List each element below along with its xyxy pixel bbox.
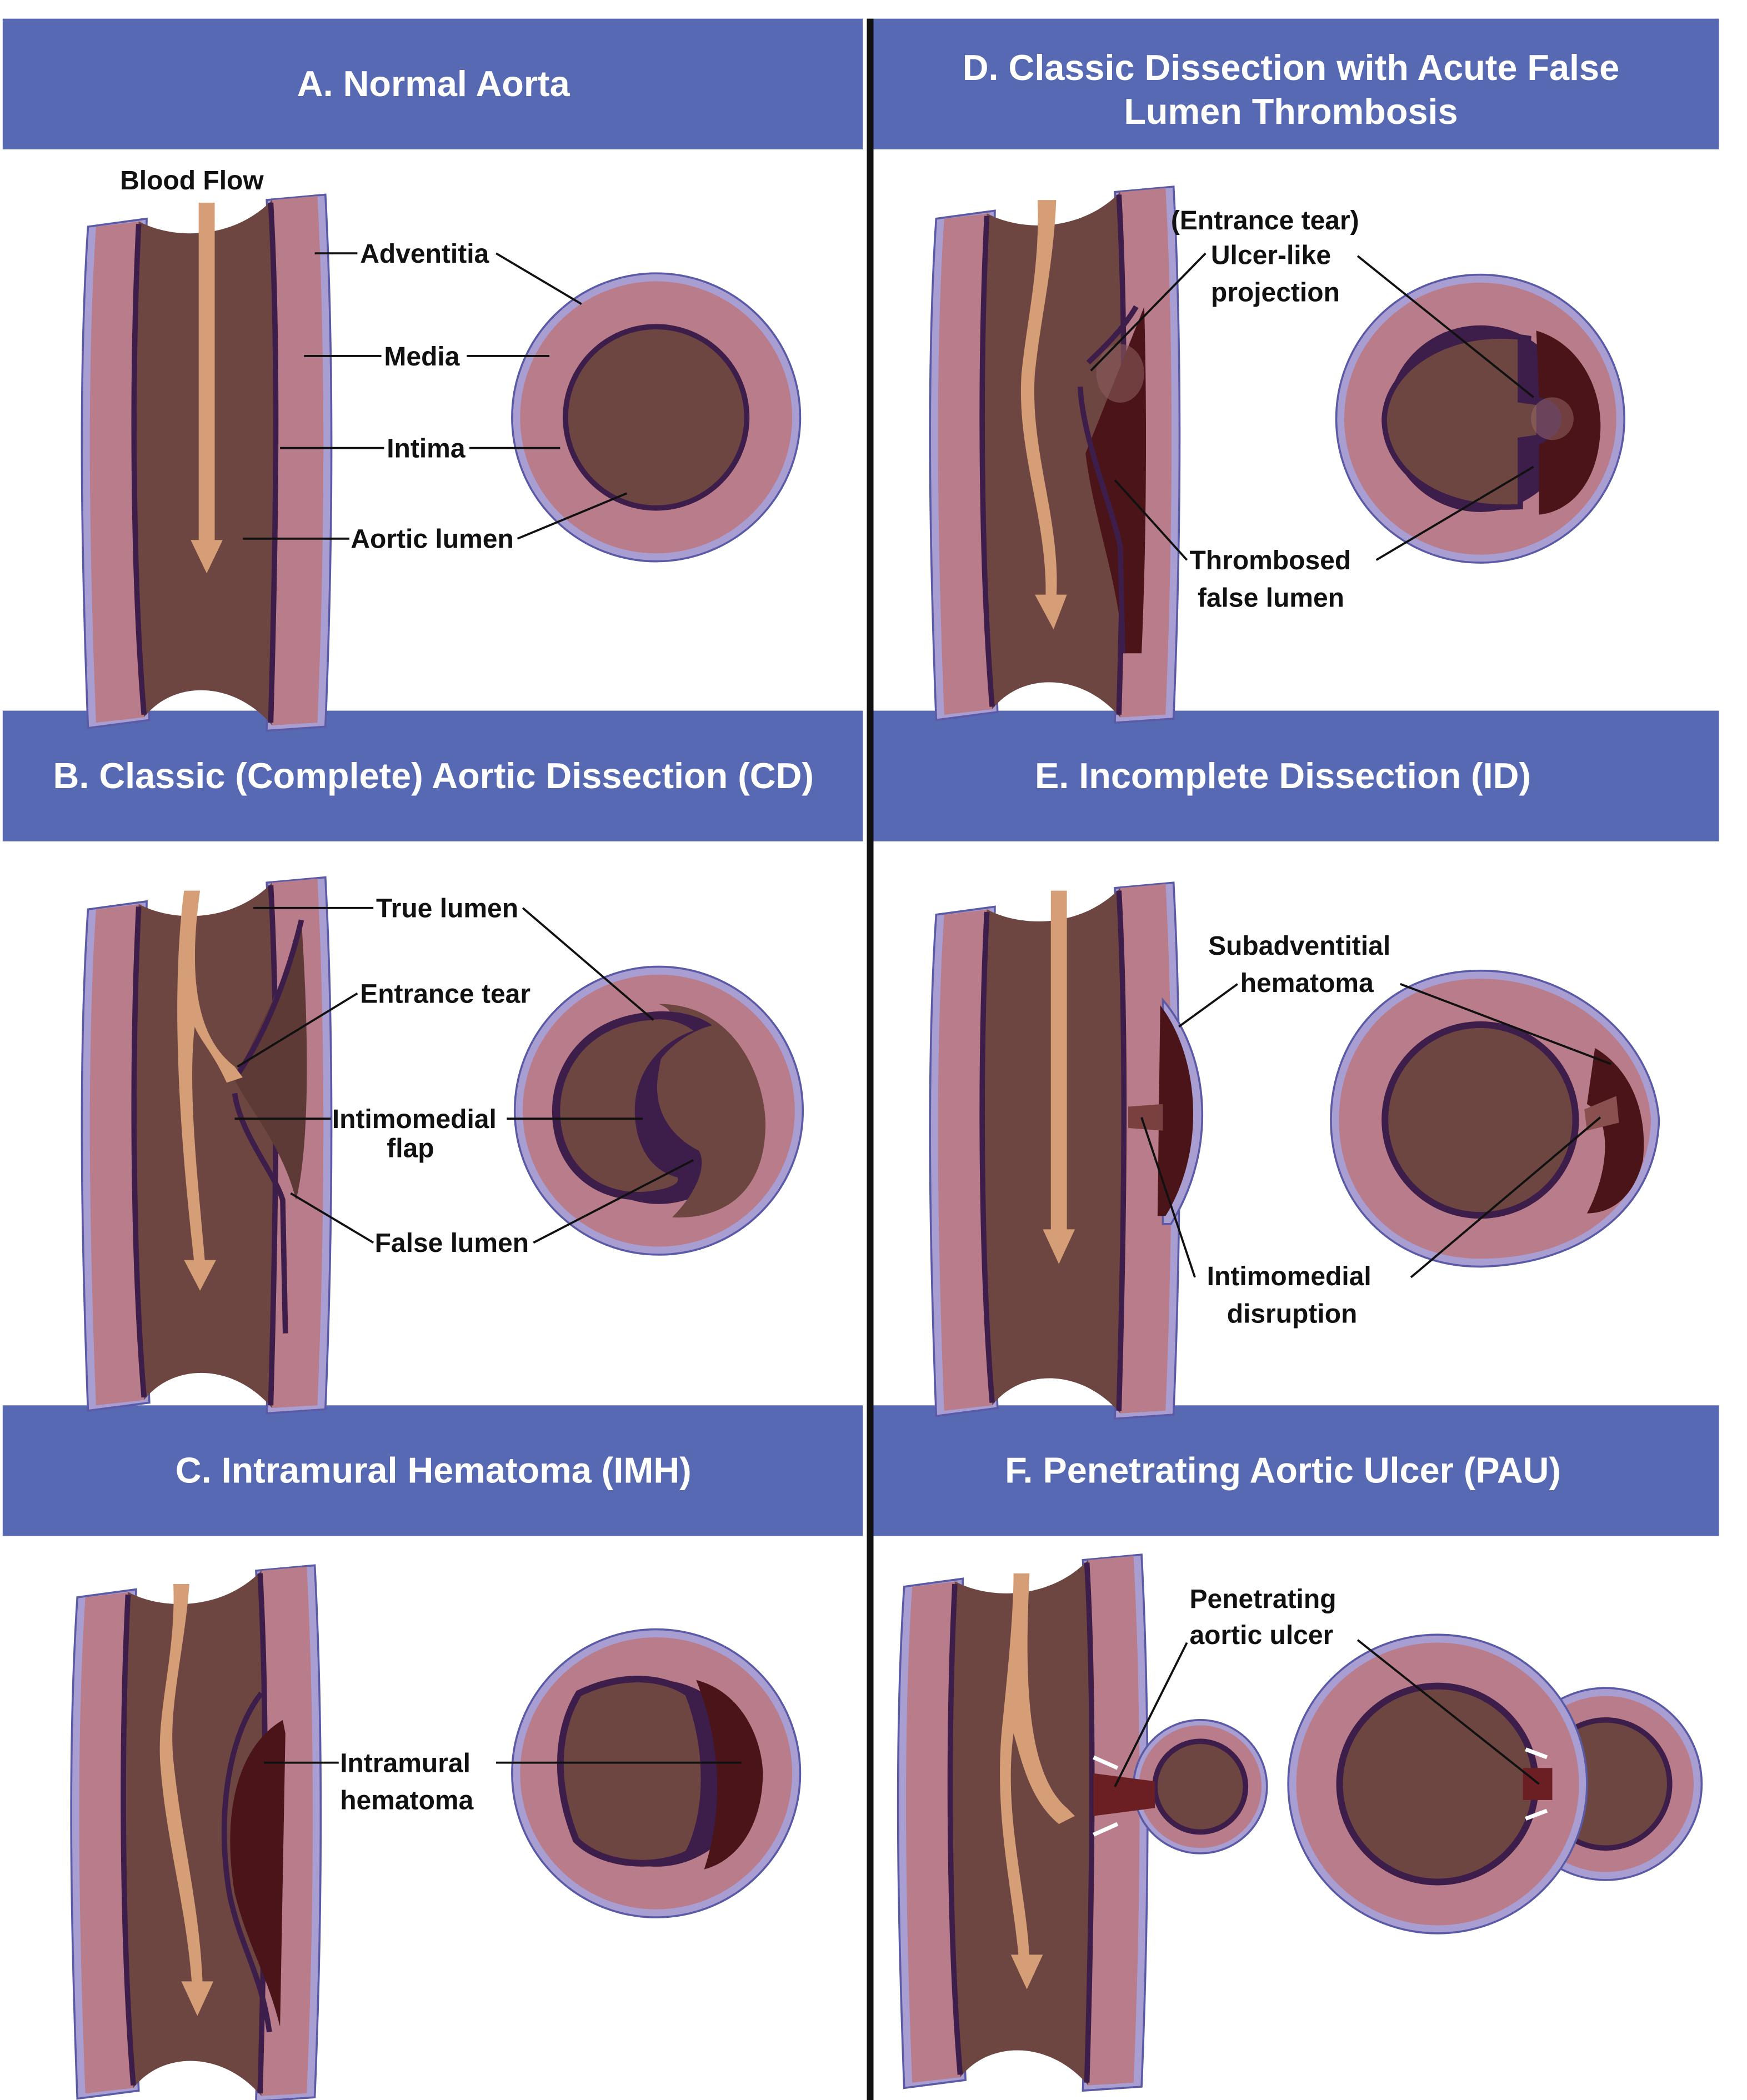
panel-e-title: E. Incomplete Dissection (ID) [1035,755,1531,796]
cross-section-b [513,965,804,1256]
panel-c: Intramural hematoma [71,1565,802,2100]
panel-e: Subadventitial hematoma Intimomedial dis… [930,883,1660,1419]
panel-a-title: A. Normal Aorta [297,63,570,104]
panel-d: (Entrance tear) Ulcer-like projection Th… [930,187,1625,723]
label-blood-flow: Blood Flow [120,166,264,196]
panel-c-title: C. Intramural Hematoma (IMH) [176,1450,692,1491]
panel-d-header: D. Classic Dissection with Acute False L… [873,18,1719,149]
label-adventitia: Adventitia [360,239,489,269]
panel-b: True lumen Entrance tear Intimomedial fl… [82,878,804,1414]
label-false-lumen: False lumen [375,1229,529,1258]
label-pau-line1: Penetrating [1189,1585,1336,1614]
panel-f: Penetrating aortic ulcer [898,1555,1703,2091]
panel-d-title-line2: Lumen Thrombosis [1124,91,1458,132]
ulcer-outpouching-long [1132,1719,1268,1855]
center-divider [867,18,874,2100]
label-entrance-tear: Entrance tear [360,979,530,1009]
panel-a-header: A. Normal Aorta [2,18,863,149]
label-entrance-tear-d: (Entrance tear) [1171,206,1359,235]
panel-d-title-line1: D. Classic Dissection with Acute False [963,47,1619,88]
label-pau-line2: aortic ulcer [1189,1621,1333,1650]
label-intramural-hematoma-line1: Intramural [340,1748,470,1778]
cross-section-f [1287,1633,1703,1934]
label-ulcer-like-line2: projection [1211,278,1340,308]
panel-b-header: B. Classic (Complete) Aortic Dissection … [2,710,863,841]
panel-e-header: E. Incomplete Dissection (ID) [873,710,1719,841]
panel-f-header: F. Penetrating Aortic Ulcer (PAU) [873,1405,1719,1536]
label-thrombosed-line1: Thrombosed [1189,546,1351,575]
label-intima: Intima [387,434,465,463]
label-intimomedial-flap-line1: Intimomedial [332,1105,497,1134]
panel-f-title: F. Penetrating Aortic Ulcer (PAU) [1005,1450,1561,1491]
cross-section-c [511,1628,802,1918]
label-thrombosed-line2: false lumen [1198,583,1344,613]
label-intimomedial-flap-line2: flap [387,1134,434,1164]
blood-flow-arrow [191,202,223,574]
panel-c-header: C. Intramural Hematoma (IMH) [2,1405,863,1536]
label-subadventitial-line1: Subadventitial [1208,931,1390,961]
label-disruption-line1: Intimomedial [1207,1262,1371,1291]
cross-section-e [1330,969,1660,1268]
label-aortic-lumen: Aortic lumen [351,525,513,554]
cross-section-d [1335,273,1625,564]
label-true-lumen: True lumen [376,894,518,924]
label-disruption-line2: disruption [1227,1299,1358,1329]
cross-section-a [511,272,802,563]
panel-b-title: B. Classic (Complete) Aortic Dissection … [53,755,814,796]
label-subadventitial-line2: hematoma [1240,969,1374,998]
panel-a: Blood Flow Adventitia Media Intima Aorti… [82,166,802,731]
label-intramural-hematoma-line2: hematoma [340,1786,473,1816]
label-ulcer-like-line1: Ulcer-like [1211,240,1331,270]
label-media: Media [384,342,459,372]
